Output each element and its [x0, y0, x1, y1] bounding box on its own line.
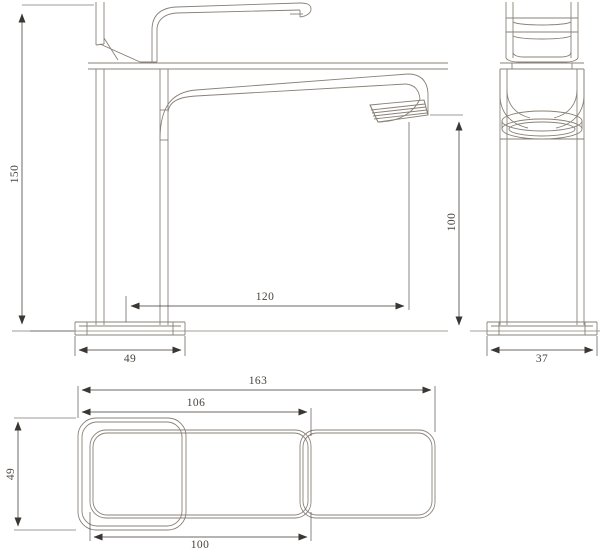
- plan-spout-footprint: [89, 429, 312, 519]
- dimension-labels: 150 120 49 100 37 163 106 49 100: [5, 165, 548, 550]
- faucet-body: [95, 69, 169, 325]
- dim-base-width: [74, 336, 186, 356]
- faucet-handle: [95, 2, 312, 63]
- handle-base-ring: [88, 62, 448, 70]
- plan-spout-extension: [299, 429, 436, 519]
- dim-front-height: [12, 4, 94, 332]
- faucet-base-plate: [74, 321, 186, 336]
- dim-label-spout-reach: 120: [256, 291, 274, 303]
- dim-spout-reach: [125, 122, 410, 322]
- side-handle-ring: [500, 62, 584, 70]
- side-base-plate: [486, 321, 598, 336]
- side-elevation-view: [470, 2, 600, 336]
- dimension-lines: [12, 4, 598, 541]
- dim-label-base-width: 49: [124, 353, 136, 365]
- dim-label-plan-spout-length: 106: [187, 397, 205, 409]
- dim-side-depth: [486, 336, 598, 356]
- plan-base-footprint: [77, 417, 187, 531]
- dim-plan-body-length: [89, 512, 312, 541]
- dim-label-plan-base-depth: 49: [5, 468, 17, 480]
- dim-plan-base-depth: [14, 417, 76, 531]
- dim-spout-height: [430, 114, 463, 326]
- dim-label-plan-body-length: 100: [191, 539, 209, 550]
- dim-label-front-height: 150: [9, 165, 21, 183]
- faucet-spout: [159, 73, 429, 141]
- front-elevation-view: [30, 2, 448, 336]
- dim-label-plan-total-length: 163: [249, 375, 267, 387]
- dim-label-side-depth: 37: [536, 353, 548, 365]
- dim-plan-spout-length: [81, 408, 312, 436]
- dim-plan-total-length: [77, 386, 436, 432]
- side-handle: [505, 2, 579, 63]
- side-body: [499, 69, 585, 325]
- plan-view: [77, 417, 436, 531]
- dim-label-spout-height: 100: [446, 213, 458, 231]
